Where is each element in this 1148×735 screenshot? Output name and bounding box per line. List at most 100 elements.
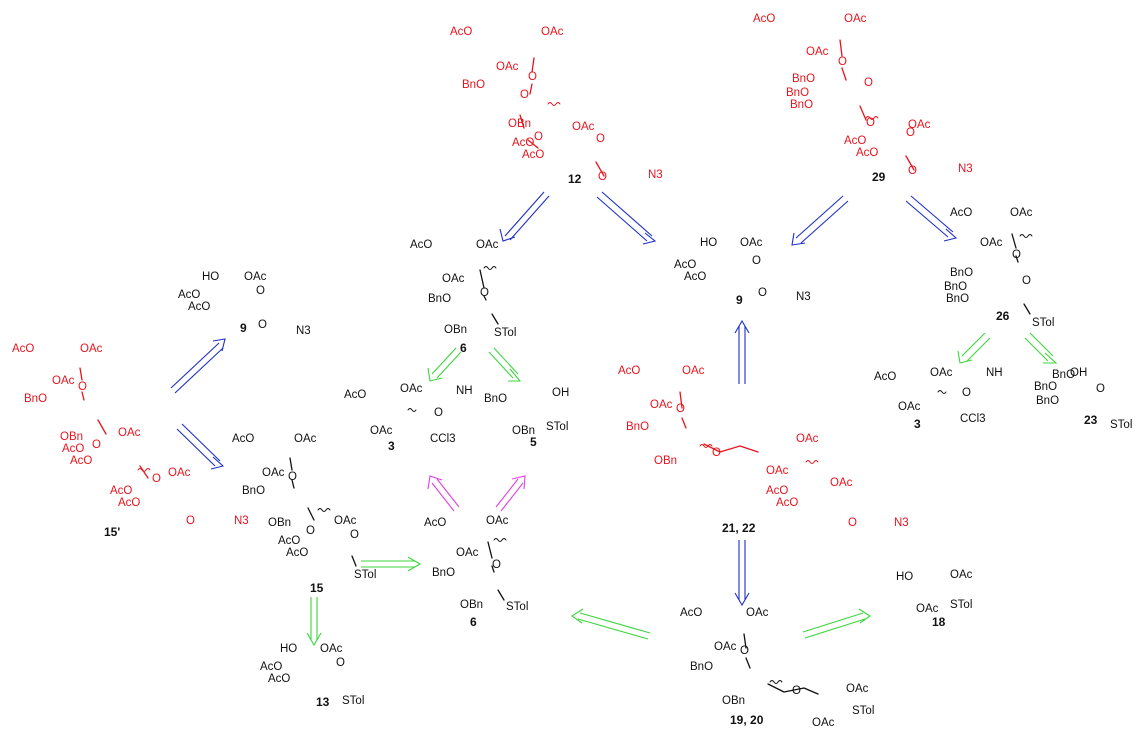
compound-9l-n3: N3 [296, 325, 311, 337]
compound-12-o-1: O [528, 71, 537, 83]
retro-arrow-6-to-5-magenta [495, 475, 526, 512]
retro-arrow-2122-to-1920 [734, 540, 750, 607]
compound-2122-oac-5: OAc [830, 477, 853, 489]
compound-26-bn-1: BnO [950, 267, 973, 279]
compound-6u-stol: STol [494, 327, 516, 339]
compound-5-number: 5 [530, 435, 537, 449]
compound-6l-stol: STol [506, 601, 528, 613]
compound-6u-bn: BnO [428, 293, 451, 305]
compound-18-stol: STol [950, 599, 972, 611]
compound-15p-ac-1: AcO [12, 343, 34, 355]
compound-18-number: 18 [932, 615, 946, 629]
retro-arrows [170, 191, 1058, 647]
compound-26-o-2: O [1022, 275, 1031, 287]
compound-2122-oac-3: OAc [796, 433, 819, 445]
compound-15p-oac-1: OAc [80, 343, 103, 355]
compound-15p-oac-4: OAc [168, 467, 191, 479]
compound-29-o-4: O [906, 127, 915, 139]
compound-15-oac-1: OAc [294, 433, 317, 445]
compound-13-o: O [336, 657, 345, 669]
compound-15-o-3: O [350, 529, 359, 541]
compound-3-left: AcO OAc OAc O NH CCl3 3 [344, 383, 473, 453]
compound-3-right: AcO OAc OAc O NH CCl3 3 [874, 367, 1003, 431]
compound-12-number: 12 [568, 172, 582, 186]
compound-2122-ac-2: AcO [766, 485, 788, 497]
compound-23-bn-3: BnO [1036, 395, 1059, 407]
compound-29-number: 29 [872, 170, 886, 184]
compound-1920-stol: STol [852, 705, 874, 717]
compound-3r-number: 3 [914, 417, 921, 431]
compound-12-o-4: O [596, 133, 605, 145]
compound-15p-bn: BnO [24, 393, 47, 405]
compound-18-oac-2: OAc [916, 603, 939, 615]
compound-12-o-2: O [520, 89, 529, 101]
retro-arrow-1920-to-6 [571, 608, 651, 640]
compound-1920-obn: OBn [722, 695, 745, 707]
compound-26: AcO OAc OAc O BnO BnO BnO O STol 26 [944, 207, 1054, 329]
compound-12-oac-3: OAc [572, 121, 595, 133]
retro-arrow-12-to-9 [596, 191, 657, 245]
compound-23-number: 23 [1084, 413, 1098, 427]
compound-6u-oac-1: OAc [476, 239, 499, 251]
compound-15-o-2: O [306, 525, 315, 537]
compound-6u-o-1: O [480, 287, 489, 299]
retro-arrow-15p-to-15 [176, 423, 225, 470]
compound-15p-ac-4: AcO [110, 485, 132, 497]
compound-2122-number: 21, 22 [722, 521, 756, 535]
retro-arrow-6-to-5 [488, 347, 522, 382]
retro-arrow-12-to-6 [499, 191, 550, 242]
compound-2122-oac-4: OAc [766, 465, 789, 477]
compound-26-bn-2: BnO [944, 281, 967, 293]
retro-arrow-26-to-3 [957, 332, 991, 364]
compound-2122-oac-2: OAc [650, 399, 673, 411]
compound-15-stol: STol [354, 569, 376, 581]
compound-21-22: AcO OAc OAc O BnO OBn O OAc OAc OAc AcO … [618, 365, 909, 548]
compound-15-ac-2: AcO [278, 535, 300, 547]
compound-2122-bn: BnO [626, 421, 649, 433]
compound-26-ac: AcO [950, 207, 972, 219]
compound-18-oac-1: OAc [950, 569, 973, 581]
compound-9c-o-2: O [758, 287, 767, 299]
compound-29-o-1: O [838, 56, 847, 68]
compound-9l-oac: OAc [244, 271, 267, 283]
compound-15-oac-3: OAc [334, 515, 357, 527]
compound-6l-o: O [492, 559, 501, 571]
compound-2122-n3: N3 [894, 517, 909, 529]
compound-3l-ccl3: CCl3 [430, 433, 456, 445]
compound-1920-bn: BnO [690, 661, 713, 673]
compound-12-ac-1: AcO [450, 26, 472, 38]
compound-15p-o-4: O [186, 515, 195, 527]
compound-12-o-5: O [598, 171, 607, 183]
compound-29-o-3: O [866, 117, 875, 129]
compound-12-obn-1: OBn [508, 118, 531, 130]
compound-9c-o: O [752, 255, 761, 267]
compound-29-oac-3: OAc [908, 119, 931, 131]
compound-18-ho: HO [896, 571, 913, 583]
retro-arrow-29-to-9 [791, 195, 849, 246]
retro-arrow-26-to-23 [1024, 332, 1058, 364]
compound-13-ho: HO [280, 643, 297, 655]
compound-29-oac-1: OAc [844, 13, 867, 25]
compound-13-number: 13 [316, 695, 330, 709]
compound-3l-oac: OAc [400, 383, 423, 395]
compound-12-bn-1: BnO [462, 79, 485, 91]
compound-3r-oac: OAc [930, 367, 953, 379]
compound-1920-ac: AcO [680, 607, 702, 619]
compound-19-20: AcO OAc OAc O BnO OBn O OAc OAc STol 19,… [680, 607, 874, 729]
compound-5-stol: STol [546, 421, 568, 433]
retro-arrow-6-to-3 [427, 347, 462, 382]
compound-26-bn-3: BnO [946, 293, 969, 305]
compound-29-o-2: O [864, 77, 873, 89]
compound-3l-number: 3 [388, 439, 395, 453]
compound-29-n3: N3 [958, 163, 973, 175]
compound-29-bn-2: BnO [786, 87, 809, 99]
compound-6l-oac-2: OAc [456, 547, 479, 559]
compound-3r-ccl3: CCl3 [960, 413, 986, 425]
compound-12-o-3: O [534, 131, 543, 143]
compound-12-oac-1: OAc [541, 26, 564, 38]
compound-15p-ac-5: AcO [118, 497, 140, 509]
compound-2122-oac-1: OAc [682, 365, 705, 377]
compound-3r-nh: NH [986, 367, 1003, 379]
compound-9-center: HO OAc AcO AcO O O N3 9 [674, 237, 811, 318]
compound-1920-oac-3: OAc [846, 683, 869, 695]
